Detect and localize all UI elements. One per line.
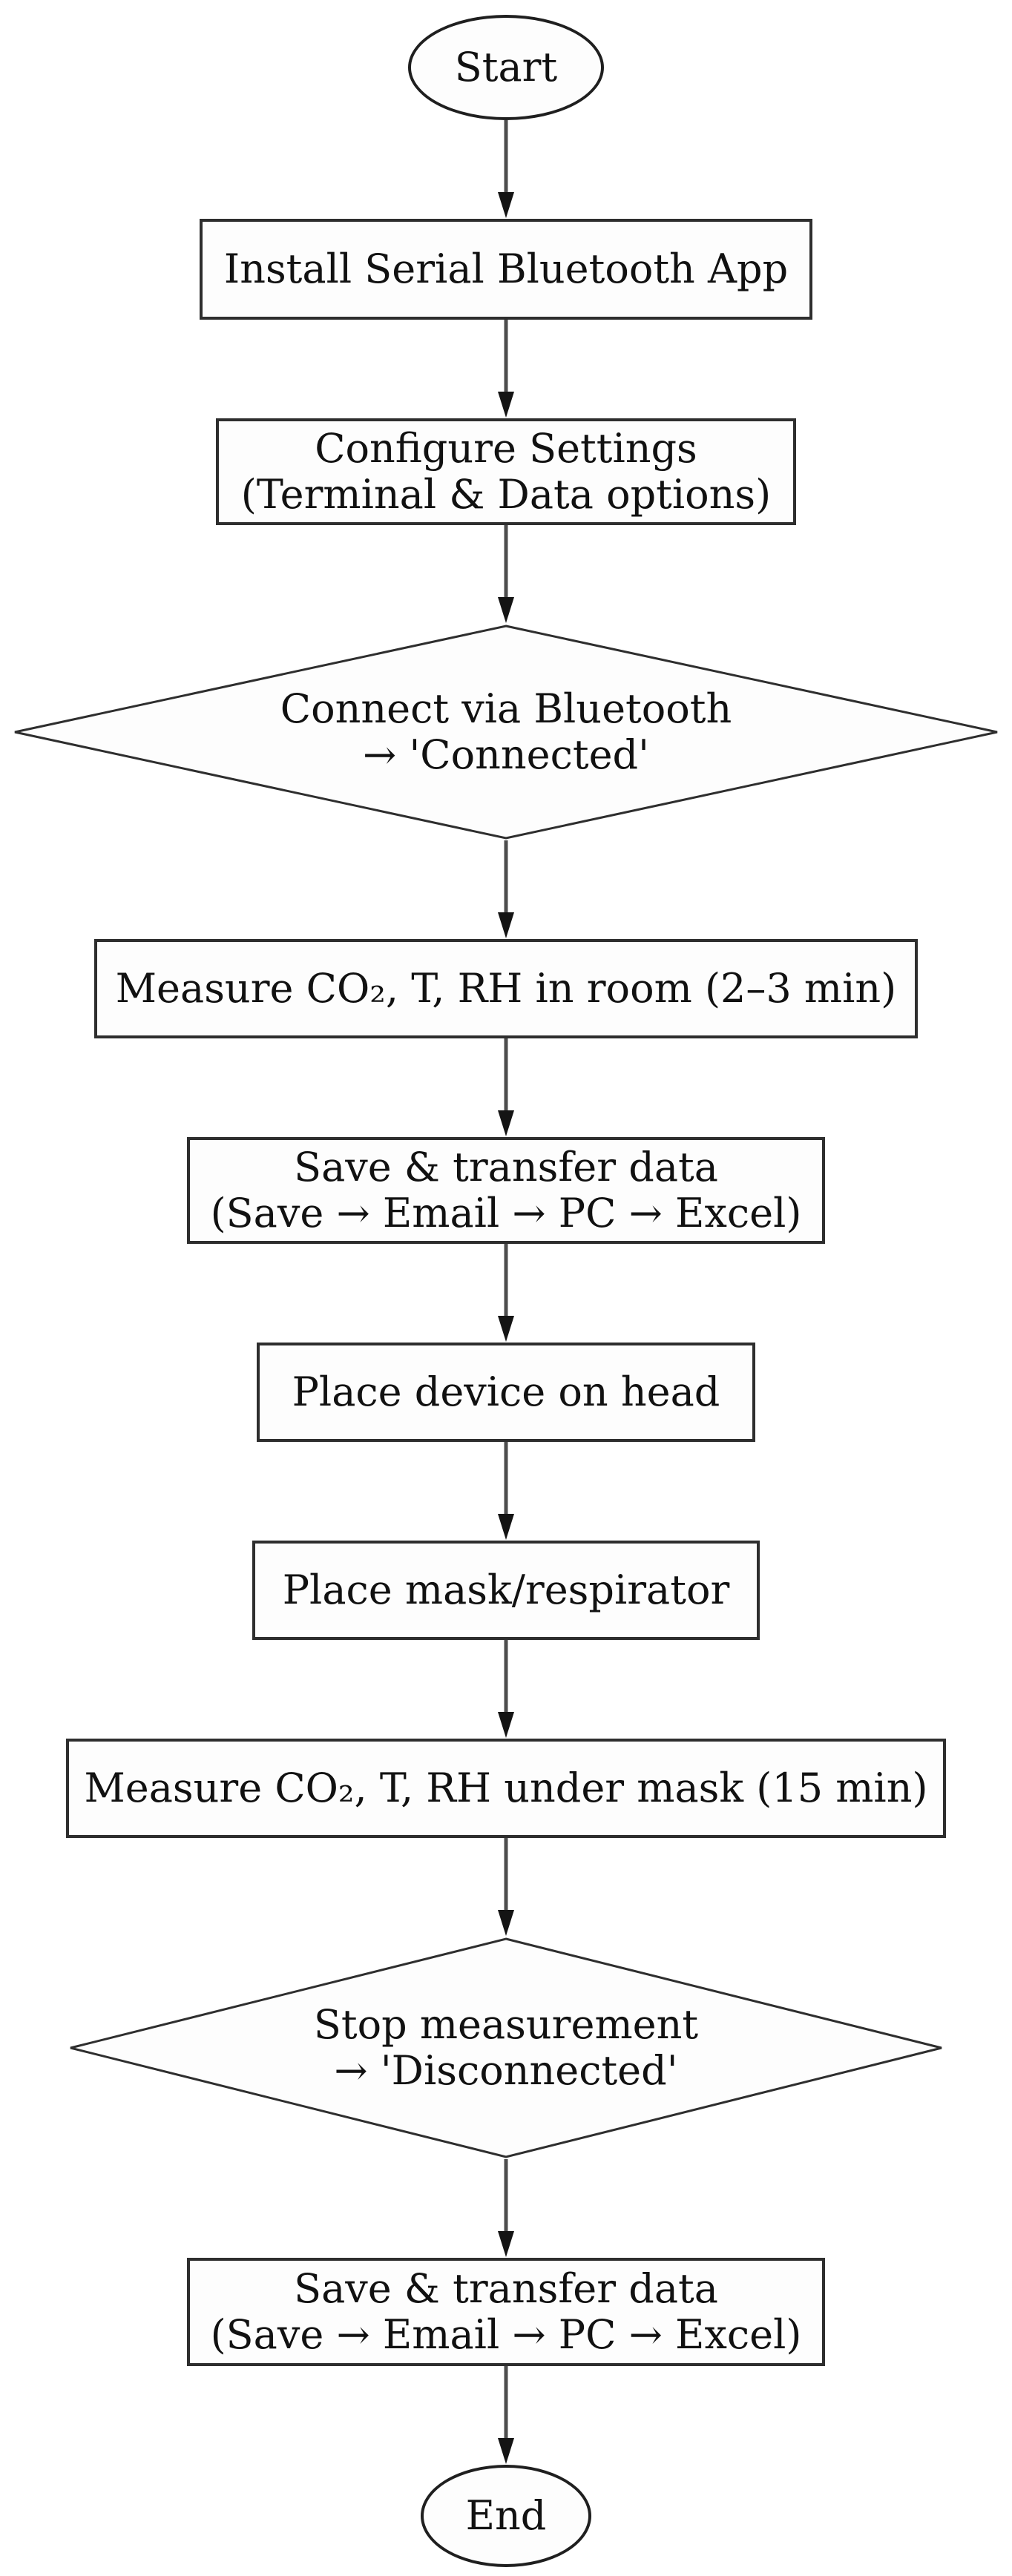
node-save-transfer-2: Save & transfer data (Save → Email → PC … [187,2258,825,2366]
node-measure-room-label: Measure CO₂, T, RH in room (2–3 min) [115,965,897,1012]
node-start-label: Start [454,44,558,91]
node-save-transfer-2-line2: (Save → Email → PC → Excel) [210,2311,802,2358]
node-end-label: End [465,2492,547,2540]
node-configure-settings-line1: Configure Settings [315,425,697,472]
node-configure-settings: Configure Settings (Terminal & Data opti… [216,418,796,525]
arrow-stop-to-save2 [498,2159,514,2257]
node-configure-settings-line2: (Terminal & Data options) [240,471,772,518]
arrow-configure-to-connect [498,525,514,623]
arrow-measure-room-to-save1 [498,1038,514,1136]
node-place-mask: Place mask/respirator [252,1541,760,1640]
node-stop-measurement: Stop measurement → 'Disconnected' [68,1937,944,2159]
node-place-mask-label: Place mask/respirator [282,1567,730,1614]
diamond-shape [14,625,998,840]
arrow-connect-to-measure-room [498,840,514,938]
node-connect-bluetooth-line1: Connect via Bluetooth [280,685,732,733]
node-place-device-label: Place device on head [292,1368,720,1416]
node-measure-mask: Measure CO₂, T, RH under mask (15 min) [66,1739,946,1838]
node-save-transfer-1-line1: Save & transfer data [294,1144,718,1191]
arrow-place-device-to-place-mask [498,1442,514,1540]
node-place-device: Place device on head [257,1343,755,1442]
node-install-app-label: Install Serial Bluetooth App [223,246,789,293]
node-save-transfer-2-line1: Save & transfer data [294,2265,718,2313]
node-save-transfer-1: Save & transfer data (Save → Email → PC … [187,1137,825,1244]
arrow-place-mask-to-measure-mask [498,1640,514,1738]
node-save-transfer-1-label: Save & transfer data (Save → Email → PC … [211,1144,802,1236]
node-configure-settings-label: Configure Settings (Terminal & Data opti… [241,426,771,517]
node-start: Start [408,15,604,120]
node-measure-room: Measure CO₂, T, RH in room (2–3 min) [94,939,918,1038]
node-install-app: Install Serial Bluetooth App [200,219,812,320]
node-stop-measurement-line2: → 'Disconnected' [334,2047,678,2094]
node-measure-mask-label: Measure CO₂, T, RH under mask (15 min) [84,1765,928,1812]
arrow-measure-mask-to-stop [498,1838,514,1936]
node-connect-bluetooth-label: Connect via Bluetooth → 'Connected' [280,686,732,777]
node-save-transfer-2-label: Save & transfer data (Save → Email → PC … [211,2266,802,2357]
node-stop-measurement-line1: Stop measurement [313,2001,699,2049]
arrow-save2-to-end [498,2366,514,2464]
node-connect-bluetooth: Connect via Bluetooth → 'Connected' [13,624,999,840]
arrow-install-to-configure [498,320,514,418]
diamond-shape [70,1937,942,2158]
node-save-transfer-1-line2: (Save → Email → PC → Excel) [210,1190,802,1236]
node-stop-measurement-label: Stop measurement → 'Disconnected' [314,2002,698,2093]
arrow-save1-to-place-device [498,1244,514,1342]
node-end: End [421,2465,591,2567]
node-connect-bluetooth-line2: → 'Connected' [363,731,649,778]
arrow-start-to-install [498,120,514,218]
